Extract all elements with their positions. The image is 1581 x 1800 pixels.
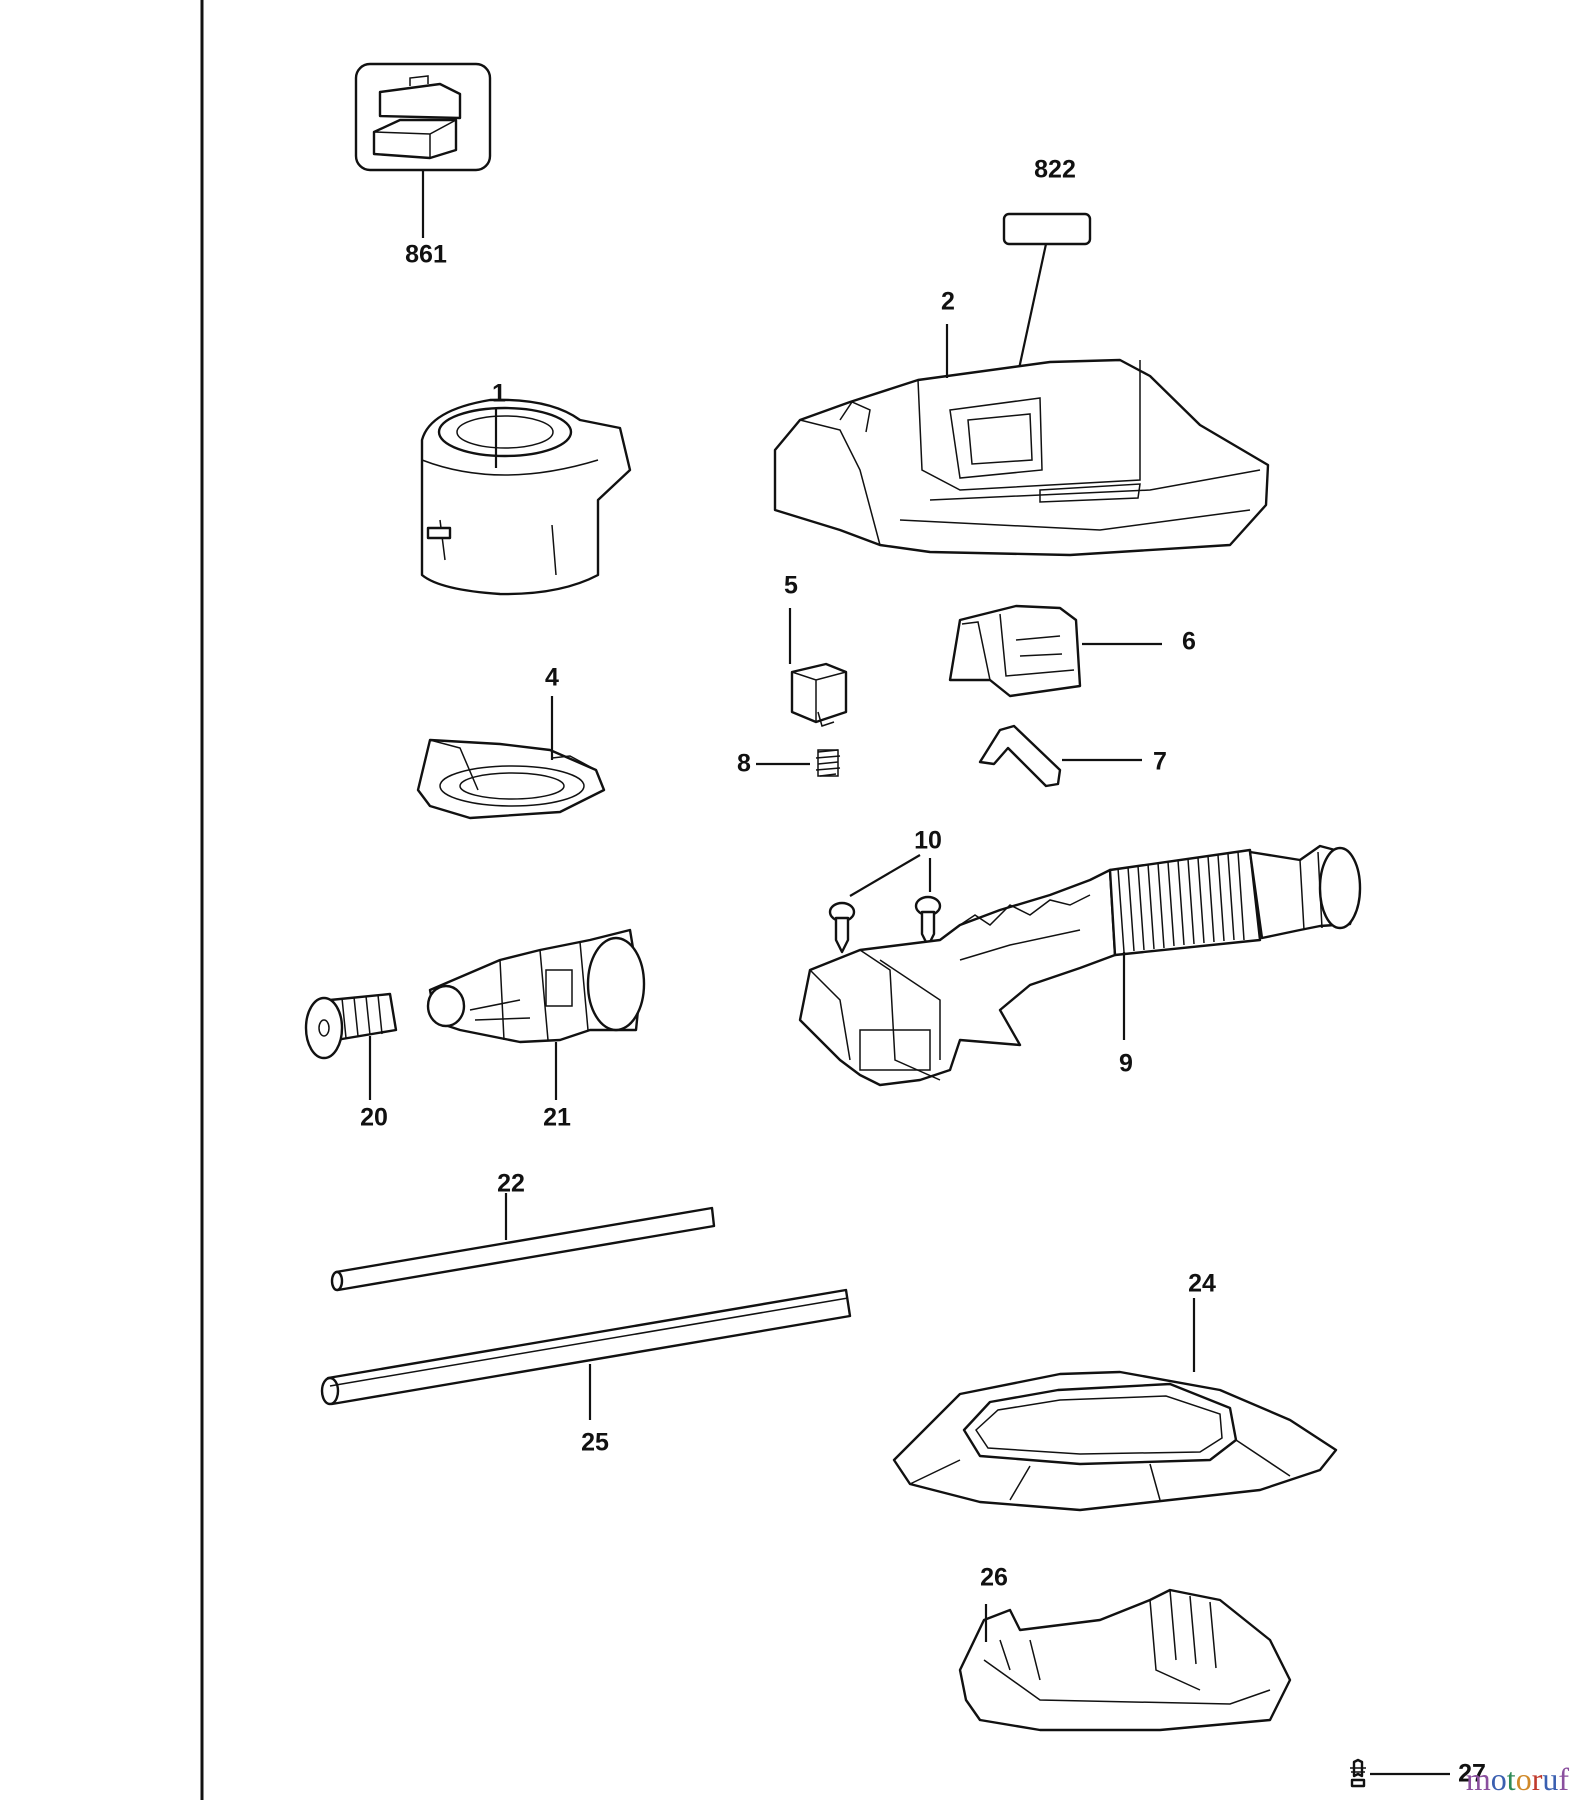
watermark-letter: m xyxy=(1465,1761,1491,1797)
part-1-collar xyxy=(420,398,632,596)
part-2-top-housing xyxy=(773,324,1270,557)
part-26-base-plate xyxy=(958,1588,1292,1732)
part-24-base-pad xyxy=(892,1298,1338,1512)
callout-25: 25 xyxy=(581,1428,609,1457)
callout-2: 2 xyxy=(941,287,955,316)
part-21-nozzle-adapter xyxy=(426,928,646,1100)
watermark-letter: o xyxy=(1515,1761,1532,1797)
callout-26: 26 xyxy=(980,1563,1008,1592)
callout-10: 10 xyxy=(914,826,942,855)
part-20-connector xyxy=(304,992,398,1100)
part-25-thick-tube xyxy=(320,1288,852,1420)
callout-20: 20 xyxy=(360,1103,388,1132)
callout-4: 4 xyxy=(545,663,559,692)
part-861-tool-case xyxy=(354,62,492,238)
callout-1: 1 xyxy=(492,379,506,408)
part-8-spring xyxy=(756,749,841,777)
watermark-letter: t xyxy=(1506,1761,1516,1797)
callout-861: 861 xyxy=(405,240,447,269)
watermark-logo: motoruf xyxy=(1466,1761,1569,1798)
callout-24: 24 xyxy=(1188,1269,1216,1298)
callout-21: 21 xyxy=(543,1103,571,1132)
callout-822: 822 xyxy=(1034,155,1076,184)
callout-5: 5 xyxy=(784,571,798,600)
watermark-letter: f xyxy=(1558,1761,1569,1797)
part-4-ring-plate xyxy=(416,696,606,820)
part-27-screw xyxy=(1350,1758,1450,1788)
part-6-latch xyxy=(948,604,1162,698)
part-10-screws xyxy=(828,854,942,954)
part-7-clip xyxy=(978,724,1142,788)
callout-7: 7 xyxy=(1153,747,1167,776)
part-822-label xyxy=(1002,212,1092,379)
part-22-thin-tube xyxy=(330,1193,716,1292)
callout-6: 6 xyxy=(1182,627,1196,656)
callout-9: 9 xyxy=(1119,1049,1133,1078)
part-9-nozzle-hose xyxy=(798,844,1362,1087)
watermark-letter: r xyxy=(1531,1761,1543,1797)
part-5-small-block xyxy=(788,608,848,727)
watermark-letter: u xyxy=(1542,1761,1559,1797)
callout-22: 22 xyxy=(497,1169,525,1198)
watermark-letter: o xyxy=(1490,1761,1507,1797)
callout-8: 8 xyxy=(737,749,751,778)
callout-27: 27 xyxy=(1458,1759,1486,1788)
